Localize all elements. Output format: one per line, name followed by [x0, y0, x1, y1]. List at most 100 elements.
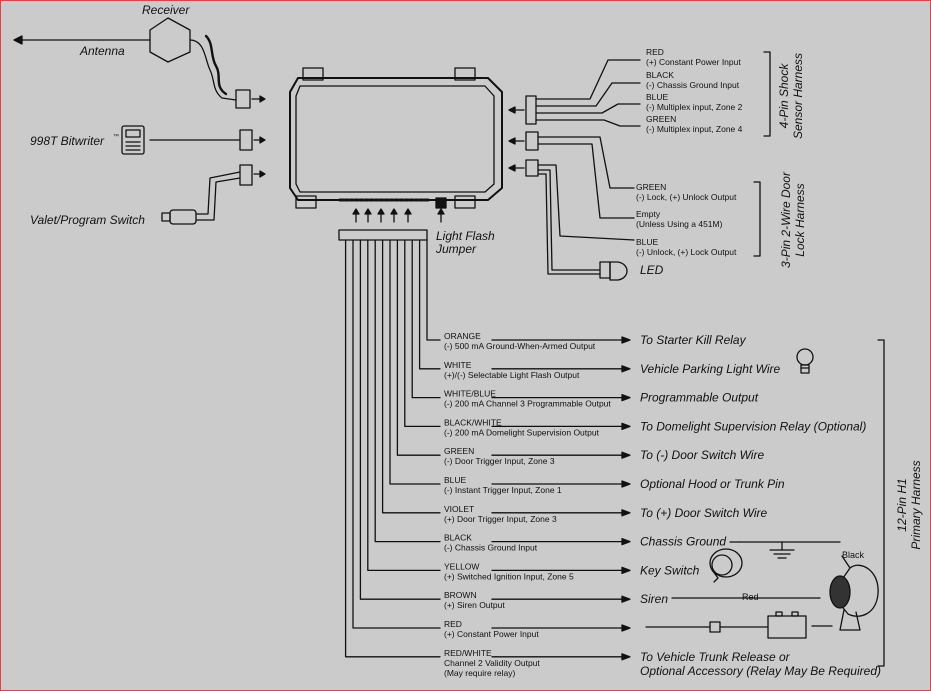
harness-wire-color: RED/WHITE	[444, 648, 492, 658]
harness-arrow-head	[621, 365, 631, 373]
harness-arrow-head	[621, 653, 631, 661]
primary-harness-wires	[344, 239, 821, 661]
key-switch-icon	[709, 548, 743, 583]
harness-wire-function: (-) 200 mA Channel 3 Programmable Output	[444, 399, 611, 409]
harness-wire-color: ORANGE	[444, 331, 481, 341]
shock-wire-function: (-) Chassis Ground Input	[646, 80, 740, 90]
bitwriter-label: 998T Bitwriter	[30, 134, 105, 148]
harness-wire	[426, 239, 441, 341]
lock-wire-function: (-) Lock, (+) Unlock Output	[636, 192, 737, 202]
harness-wire-function: (-) Chassis Ground Input	[444, 543, 538, 553]
door-lock-harness	[508, 131, 761, 281]
primary-harness-label-1: 12-Pin H1	[895, 478, 909, 531]
harness-destination: Optional Hood or Trunk Pin	[640, 477, 785, 491]
lock-wire-color: BLUE	[636, 237, 659, 247]
harness-wire-function: (-) Instant Trigger Input, Zone 1	[444, 485, 562, 495]
jumper-label-2: Jumper	[435, 242, 477, 256]
valet-switch	[161, 164, 266, 225]
harness-arrow-head	[621, 595, 631, 603]
primary-connector	[338, 229, 428, 241]
harness-wire-function: (May require relay)	[444, 668, 515, 678]
shock-wire-color: BLACK	[646, 70, 674, 80]
shock-wire-color: BLUE	[646, 92, 669, 102]
harness-wire	[367, 239, 441, 572]
harness-wire-function: Channel 2 Validity Output	[444, 658, 540, 668]
harness-wire	[374, 239, 441, 543]
harness-wire-function: (+) Siren Output	[444, 600, 505, 610]
harness-destination: To (+) Door Switch Wire	[640, 506, 767, 520]
bitwriter-tm: ™	[113, 133, 119, 140]
harness-destination: To (-) Door Switch Wire	[640, 448, 764, 462]
harness-destination: To Domelight Supervision Relay (Optional…	[640, 419, 866, 433]
harness-destination: To Starter Kill Relay	[640, 333, 747, 347]
harness-arrow-head	[621, 566, 631, 575]
led-label: LED	[640, 263, 664, 277]
harness-wire-function: (+)/(-) Selectable Light Flash Output	[444, 370, 580, 380]
harness-wire-color: WHITE/BLUE	[444, 389, 496, 399]
receiver-label: Receiver	[142, 3, 190, 17]
harness-destination: Chassis Ground	[640, 535, 726, 549]
primary-harness-label-2: Primary Harness	[909, 460, 923, 549]
jumper-label-1: Light Flash	[436, 229, 495, 243]
harness-arrow-head	[621, 393, 631, 402]
harness-wire-color: YELLOW	[444, 561, 479, 571]
harness-wire	[411, 239, 441, 399]
control-module	[289, 67, 503, 209]
harness-wire-color: BROWN	[444, 590, 477, 600]
harness-wire-function: (-) 500 mA Ground-When-Armed Output	[444, 341, 596, 351]
harness-wire	[359, 239, 441, 600]
lock-wire-color: Empty	[636, 209, 661, 219]
harness-wire-color: RED	[444, 619, 462, 629]
harness-destination: Optional Accessory (Relay May Be Require…	[640, 664, 881, 678]
battery-icon	[767, 611, 833, 639]
shock-wire-function: (-) Multiplex input, Zone 2	[646, 102, 743, 112]
lock-wire-color: GREEN	[636, 182, 666, 192]
harness-destination: Key Switch	[640, 563, 700, 577]
harness-arrow-head	[621, 537, 631, 546]
harness-wire-color: GREEN	[444, 446, 474, 456]
harness-arrow-head	[621, 509, 631, 517]
harness-arrow-head	[621, 624, 631, 632]
lock-harness-label-2: Lock Harness	[793, 183, 807, 256]
primary-harness-bracket	[877, 339, 885, 667]
harness-wire-color: BLACK	[444, 533, 472, 543]
harness-arrow-head	[621, 451, 631, 459]
harness-wire	[418, 239, 441, 370]
shock-wire-function: (-) Multiplex input, Zone 4	[646, 124, 743, 134]
harness-wire	[396, 239, 441, 456]
shock-wire-function: (+) Constant Power Input	[646, 57, 741, 67]
harness-wire	[344, 239, 441, 658]
shock-wire-color: RED	[646, 47, 664, 57]
shock-harness-label-1: 4-Pin Shock	[777, 63, 791, 129]
harness-wire-color: WHITE	[444, 360, 472, 370]
connector-arrows	[352, 208, 445, 223]
siren-icon	[829, 555, 879, 631]
harness-destination: Siren	[640, 592, 668, 606]
shock-harness	[508, 51, 771, 137]
bulb-icon	[796, 348, 814, 374]
valet-switch-label: Valet/Program Switch	[30, 213, 145, 227]
harness-destination: Vehicle Parking Light Wire	[640, 362, 781, 376]
fuse-icon	[705, 621, 725, 633]
harness-wire-function: (+) Door Trigger Input, Zone 3	[444, 514, 557, 524]
antenna-label: Antenna	[79, 44, 125, 58]
harness-destination: To Vehicle Trunk Release or	[640, 650, 791, 664]
harness-wire	[381, 239, 441, 514]
shock-harness-label-2: Sensor Harness	[791, 53, 805, 139]
harness-wire-color: BLACK/WHITE	[444, 417, 502, 427]
bitwriter	[121, 125, 266, 155]
shock-wire-color: GREEN	[646, 114, 676, 124]
harness-wire-color: VIOLET	[444, 504, 474, 514]
harness-wire	[352, 239, 441, 629]
harness-wire	[404, 239, 441, 428]
harness-wire-function: (+) Constant Power Input	[444, 629, 539, 639]
siren-red-label: Red	[742, 592, 759, 602]
harness-wire-function: (-) 200 mA Domelight Supervision Output	[444, 427, 600, 437]
harness-arrow-head	[621, 422, 631, 431]
harness-wire-function: (-) Door Trigger Input, Zone 3	[444, 456, 555, 466]
harness-arrow-head	[621, 336, 631, 344]
harness-wire-function: (+) Switched Ignition Input, Zone 5	[444, 571, 574, 581]
ground-icon	[739, 541, 841, 559]
